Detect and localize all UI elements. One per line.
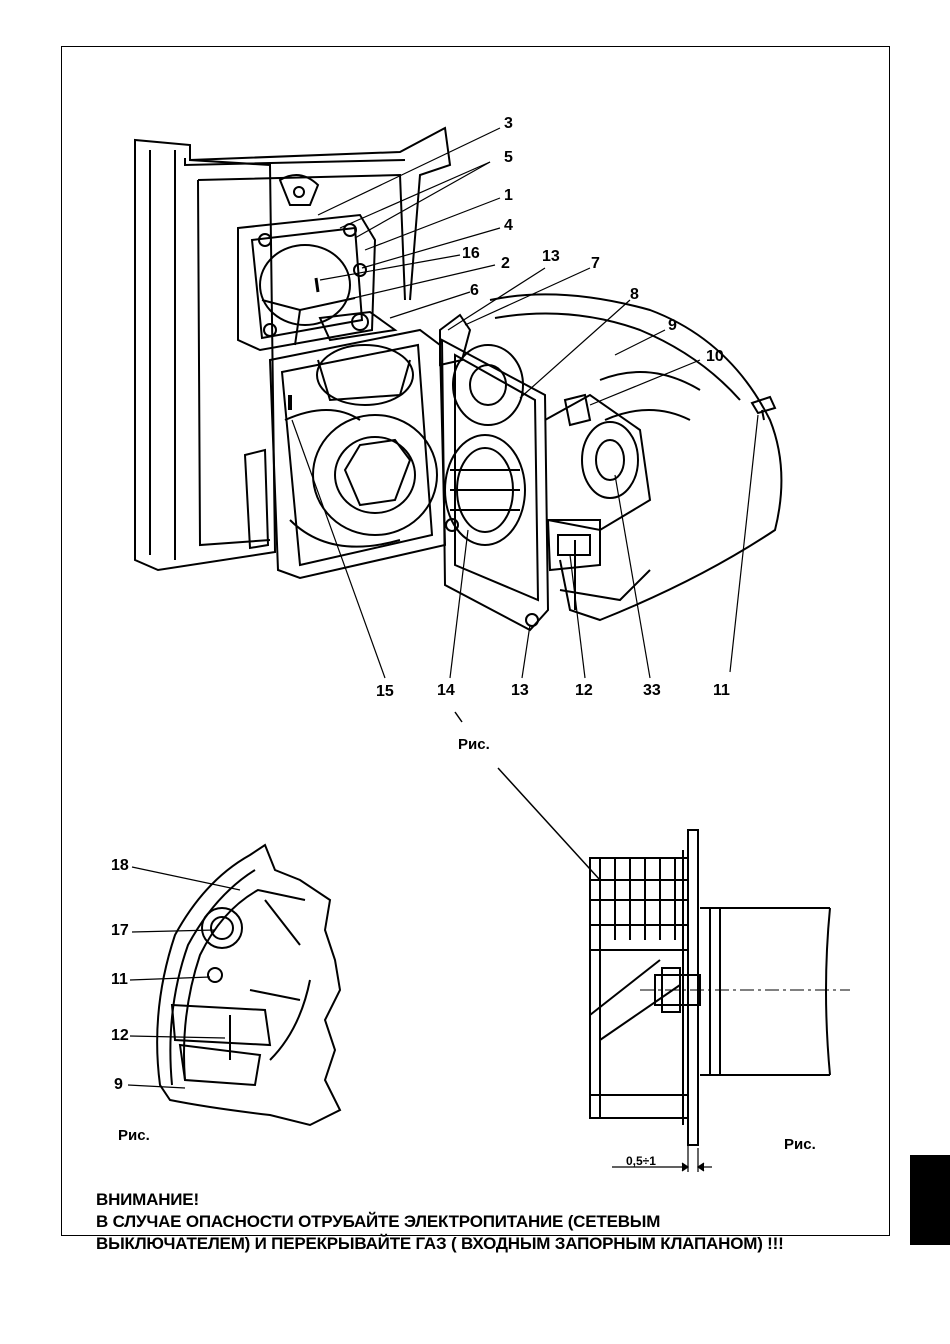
safety-warning: ВНИМАНИЕ! В СЛУЧАЕ ОПАСНОСТИ ОТРУБАЙТЕ Э… xyxy=(96,1189,784,1255)
figure-caption: Рис. xyxy=(784,1136,816,1153)
page-edge-tab xyxy=(910,1155,950,1245)
warning-line: ВЫКЛЮЧАТЕЛЕМ) И ПЕРЕКРЫВАЙТЕ ГАЗ ( ВХОДН… xyxy=(96,1233,784,1255)
warning-title: ВНИМАНИЕ! xyxy=(96,1189,784,1211)
gap-dimension: 0,5÷1 xyxy=(626,1154,656,1168)
warning-line: В СЛУЧАЕ ОПАСНОСТИ ОТРУБАЙТЕ ЭЛЕКТРОПИТА… xyxy=(96,1211,784,1233)
